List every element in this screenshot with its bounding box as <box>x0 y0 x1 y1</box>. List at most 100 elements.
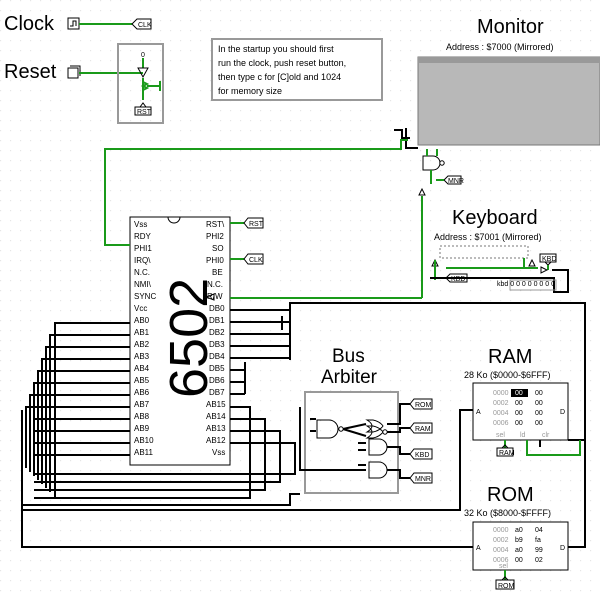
svg-text:AB5: AB5 <box>134 376 150 385</box>
svg-text:CLK: CLK <box>249 257 263 264</box>
svg-text:fa: fa <box>535 537 541 544</box>
svg-text:02: 02 <box>535 557 543 564</box>
bus-arbiter-title-2: Arbiter <box>321 367 378 388</box>
rom-size: 32 Ko ($8000-$FFFF) <box>464 508 551 518</box>
svg-text:0000: 0000 <box>493 390 509 397</box>
svg-text:DB3: DB3 <box>209 340 225 349</box>
cpu-right-pins: RST\ PHI2 SO PHI0 BE N.C. R/W DB0 DB1 DB… <box>206 220 226 457</box>
svg-text:0: 0 <box>141 52 145 59</box>
reset-button[interactable] <box>67 65 81 79</box>
bus-arbiter-title-1: Bus <box>332 346 365 367</box>
rom-memory-view: 0000 a0 04 0002 b9 fa 0004 a0 99 0006 00… <box>493 527 543 564</box>
address-bus-left <box>21 322 300 506</box>
mnr-tag-arbiter: MNR <box>409 472 433 484</box>
svg-text:Vss: Vss <box>212 448 225 457</box>
svg-text:DB5: DB5 <box>209 364 225 373</box>
svg-text:00: 00 <box>535 410 543 417</box>
svg-text:D: D <box>560 545 565 552</box>
svg-text:DB0: DB0 <box>209 304 225 313</box>
instruction-note <box>211 38 383 101</box>
svg-text:ROM: ROM <box>415 402 432 409</box>
svg-text:0006: 0006 <box>493 557 509 564</box>
cpu-6502-chip <box>129 216 231 466</box>
svg-text:clr: clr <box>542 432 550 439</box>
svg-text:04: 04 <box>535 527 543 534</box>
svg-text:99: 99 <box>535 547 543 554</box>
svg-text:KBD: KBD <box>415 452 429 459</box>
svg-text:A: A <box>476 545 481 552</box>
svg-text:AB0: AB0 <box>134 316 150 325</box>
svg-text:a0: a0 <box>515 527 523 534</box>
bus-arbiter-box <box>304 391 399 494</box>
svg-text:0002: 0002 <box>493 400 509 407</box>
ram-memory-view: 0000 00 00 0002 00 00 0004 00 00 0006 00… <box>493 389 543 427</box>
svg-text:DB1: DB1 <box>209 316 225 325</box>
svg-text:RST: RST <box>249 221 264 228</box>
svg-text:00: 00 <box>515 557 523 564</box>
svg-text:sel: sel <box>496 432 505 439</box>
svg-text:PHI0: PHI0 <box>206 256 224 265</box>
keyboard-title: Keyboard <box>452 207 538 229</box>
svg-text:ld: ld <box>520 432 526 439</box>
svg-text:N.C.: N.C. <box>134 268 150 277</box>
svg-text:00: 00 <box>515 420 523 427</box>
svg-text:SO: SO <box>212 244 224 253</box>
rom-tag-bottom: ROM <box>495 576 515 590</box>
svg-text:DB2: DB2 <box>209 328 225 337</box>
svg-text:NMI\: NMI\ <box>134 280 152 289</box>
svg-text:BE: BE <box>212 268 223 277</box>
svg-text:AB7: AB7 <box>134 400 150 409</box>
svg-text:kbd 0 0 0 0 0 0 0 0: kbd 0 0 0 0 0 0 0 0 <box>497 281 555 288</box>
rom-chip[interactable] <box>472 521 569 571</box>
svg-text:AB12: AB12 <box>206 436 226 445</box>
svg-text:In the startup you should firs: In the startup you should first <box>218 44 334 54</box>
svg-text:a0: a0 <box>515 547 523 554</box>
svg-text:DB6: DB6 <box>209 376 225 385</box>
svg-text:AB13: AB13 <box>206 424 226 433</box>
ram-title: RAM <box>488 346 532 368</box>
svg-text:RST\: RST\ <box>206 220 225 229</box>
svg-text:0006: 0006 <box>493 420 509 427</box>
svg-text:AB6: AB6 <box>134 388 150 397</box>
svg-text:00: 00 <box>535 420 543 427</box>
svg-text:D: D <box>560 409 565 416</box>
svg-text:00: 00 <box>535 390 543 397</box>
svg-text:RST: RST <box>137 109 152 116</box>
svg-text:IRQ\: IRQ\ <box>134 256 151 265</box>
svg-text:AB4: AB4 <box>134 364 150 373</box>
svg-text:ROM: ROM <box>498 583 515 590</box>
svg-text:0000: 0000 <box>493 527 509 534</box>
clock-label: Clock <box>4 13 55 35</box>
svg-text:run the clock, push reset butt: run the clock, push reset button, <box>218 58 346 68</box>
mnr-tag-monitor: MNR <box>443 175 464 185</box>
reset-label: Reset <box>4 61 57 83</box>
svg-text:0004: 0004 <box>493 547 509 554</box>
clock-input[interactable] <box>67 17 80 30</box>
svg-text:00: 00 <box>515 410 523 417</box>
svg-text:RAM: RAM <box>499 450 515 457</box>
bus-arbiter-gates <box>316 419 388 479</box>
svg-text:00: 00 <box>515 400 523 407</box>
svg-text:CLK: CLK <box>138 22 152 29</box>
keyboard-component[interactable] <box>439 245 529 259</box>
rom-title: ROM <box>487 484 534 506</box>
svg-text:AB2: AB2 <box>134 340 150 349</box>
svg-text:sel: sel <box>499 563 508 570</box>
svg-text:AB10: AB10 <box>134 436 154 445</box>
monitor-title: Monitor <box>477 16 544 38</box>
svg-text:AB3: AB3 <box>134 352 150 361</box>
svg-text:AB9: AB9 <box>134 424 150 433</box>
svg-text:for memory size: for memory size <box>218 86 282 96</box>
svg-text:N.C.: N.C. <box>207 280 223 289</box>
svg-text:RAM: RAM <box>415 426 431 433</box>
rst-tag-top: RST <box>134 102 152 116</box>
ram-size: 28 Ko ($0000-$6FFF) <box>464 370 551 380</box>
svg-text:KBD: KBD <box>451 276 465 283</box>
svg-text:SYNC: SYNC <box>134 292 156 301</box>
svg-text:AB15: AB15 <box>206 400 226 409</box>
svg-text:AB14: AB14 <box>206 412 226 421</box>
svg-text:b9: b9 <box>515 537 523 544</box>
svg-text:MNR: MNR <box>448 178 464 185</box>
